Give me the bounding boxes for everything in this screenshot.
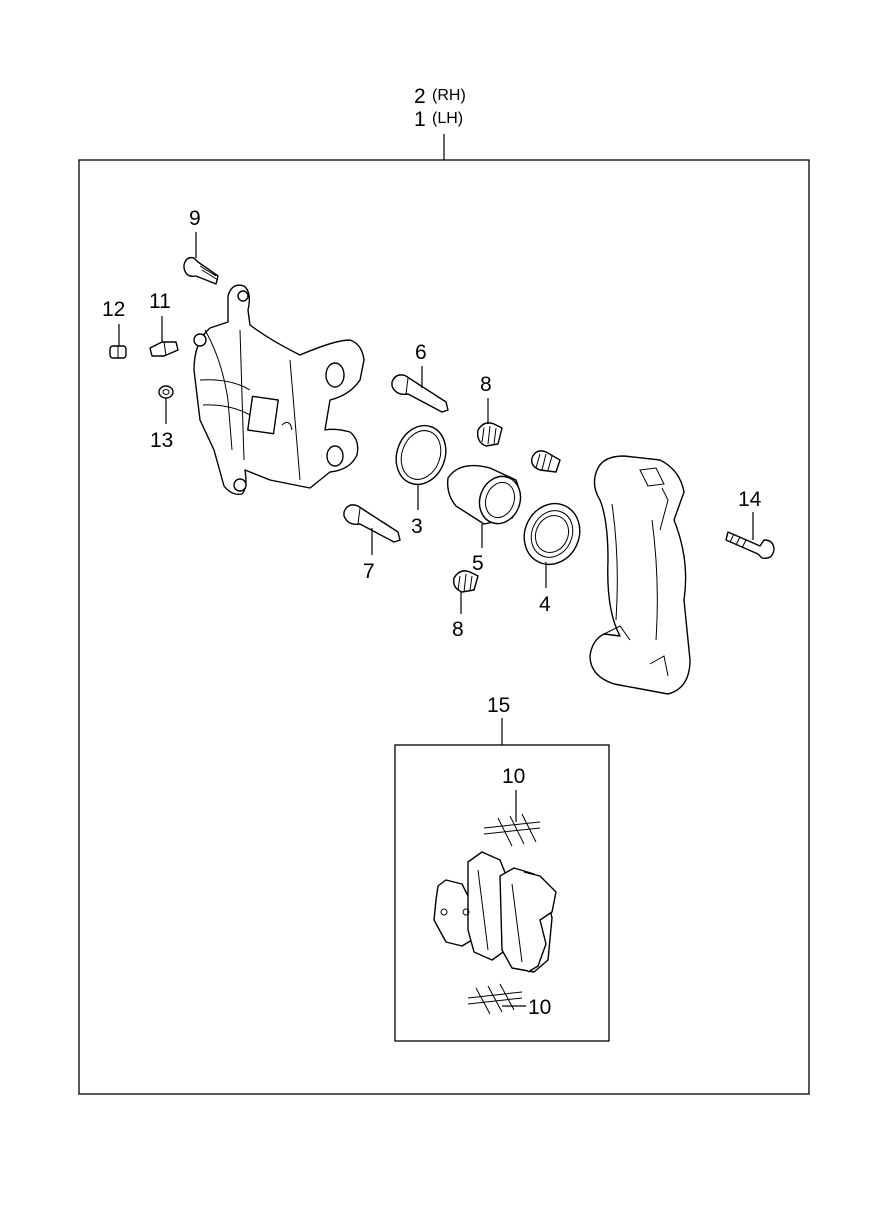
callout-8-lower[interactable]: 8 [452, 618, 464, 641]
piston-boot-4[interactable] [514, 494, 589, 573]
pad-kit-frame [394, 744, 610, 1042]
callout-9[interactable]: 9 [189, 207, 201, 230]
assembly-lh-number[interactable]: 1 [414, 108, 426, 131]
callout-10-lower[interactable]: 10 [528, 996, 551, 1019]
callout-14[interactable]: 14 [738, 488, 762, 511]
caliper-housing[interactable] [193, 284, 365, 496]
callout-8-upper[interactable]: 8 [480, 373, 492, 396]
brake-pads[interactable] [433, 851, 557, 973]
guide-sleeve[interactable] [530, 450, 561, 473]
callout-6[interactable]: 6 [415, 341, 427, 364]
caliper-carrier-bracket[interactable] [589, 455, 691, 695]
callout-7[interactable]: 7 [363, 560, 375, 583]
callout-15[interactable]: 15 [487, 694, 510, 717]
callout-11[interactable]: 11 [149, 290, 171, 313]
pin-boot-8-lower[interactable] [452, 570, 479, 593]
anti-rattle-clip-upper[interactable] [483, 813, 541, 847]
callout-5[interactable]: 5 [472, 552, 484, 575]
callout-10-upper[interactable]: 10 [502, 765, 525, 788]
assembly-frame [78, 159, 810, 1095]
guide-pin-7[interactable] [343, 504, 401, 543]
assembly-rh-side: (RH) [432, 87, 466, 104]
guide-pin-6[interactable] [391, 374, 449, 413]
callout-13[interactable]: 13 [150, 429, 173, 452]
bleeder-screw-11[interactable] [149, 341, 179, 357]
piston-seal-3[interactable] [388, 419, 454, 492]
callout-4[interactable]: 4 [539, 593, 551, 616]
callout-12[interactable]: 12 [102, 298, 125, 321]
bleeder-cap-12[interactable] [109, 345, 127, 359]
washer-13[interactable] [158, 385, 174, 399]
piston-5[interactable] [446, 464, 527, 530]
callout-3[interactable]: 3 [411, 515, 423, 538]
bolt-14[interactable] [725, 531, 775, 560]
pin-boot-8-upper[interactable] [476, 422, 503, 447]
bolt-9[interactable] [183, 256, 219, 285]
assembly-rh-number[interactable]: 2 [414, 85, 426, 108]
assembly-lh-side: (LH) [432, 110, 463, 127]
anti-rattle-clip-lower[interactable] [467, 983, 523, 1015]
